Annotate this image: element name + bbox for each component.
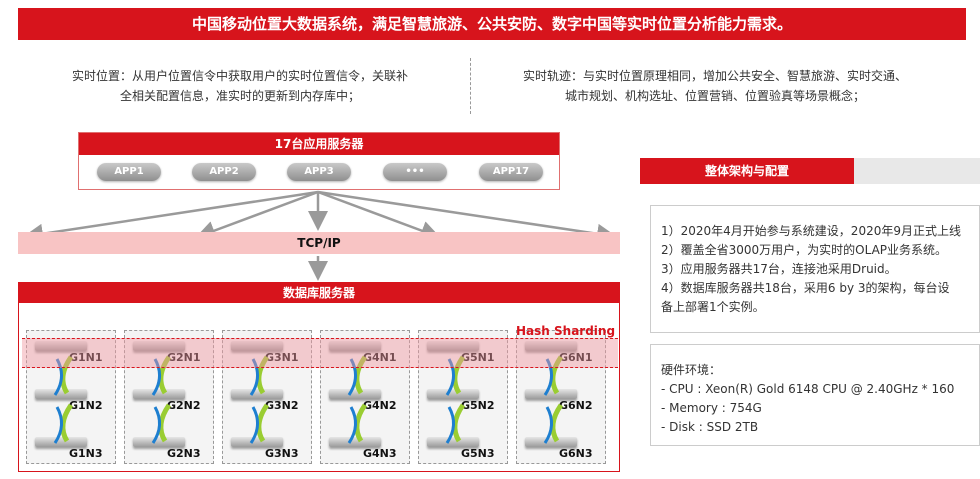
node-label: G2N1 — [167, 351, 201, 364]
app-node-1: APP1 — [97, 163, 161, 181]
node-label: G6N1 — [559, 351, 593, 364]
intro-left-line-1: 实时位置：从用户位置信令中获取用户的实时位置信令，关联补 — [71, 69, 408, 83]
server-icon — [133, 341, 185, 351]
hardware-panel: 硬件环境： - CPU : Xeon(R) Gold 6148 CPU @ 2.… — [650, 344, 980, 446]
db-server-title: 数据库服务器 — [19, 283, 619, 303]
server-icon — [35, 437, 87, 447]
sync-down-arrow — [347, 406, 357, 444]
server-icon — [525, 389, 577, 399]
app-server-title: 17台应用服务器 — [79, 133, 559, 155]
sync-up-arrow — [158, 403, 172, 443]
node-label: G6N3 — [559, 447, 593, 460]
node-label: G3N1 — [265, 351, 299, 364]
node-label: G1N3 — [69, 447, 103, 460]
replication-arrows-icon — [249, 355, 270, 444]
intro-realtime-trajectory: 实时轨迹：与实时位置原理相同，增加公共安全、智慧旅游、实时交通、 城市规划、机构… — [500, 66, 930, 106]
arch-item-5: 备上部署1个实例。 — [661, 300, 765, 314]
hardware-memory: - Memory : 754G — [661, 401, 762, 415]
hardware-title: 硬件环境： — [661, 363, 722, 377]
server-icon — [329, 341, 381, 351]
node-label: G6N2 — [559, 399, 593, 412]
node-label: G1N2 — [69, 399, 103, 412]
server-icon — [525, 341, 577, 351]
node-label: G1N1 — [69, 351, 103, 364]
architecture-header: 整体架构与配置 — [640, 158, 980, 184]
server-icon — [231, 437, 283, 447]
app-node-ellipsis: ••• — [383, 163, 447, 181]
node-label: G5N2 — [461, 399, 495, 412]
server-icon — [525, 437, 577, 447]
sync-down-arrow — [347, 358, 357, 396]
page-title: 中国移动位置大数据系统，满足智慧旅游、公共安防、数字中国等实时位置分析能力需求。 — [18, 8, 966, 40]
replication-arrows-icon — [53, 355, 74, 444]
server-icon — [231, 341, 283, 351]
app-node-2: APP2 — [192, 163, 256, 181]
replication-arrows-icon — [445, 355, 466, 444]
server-icon — [329, 389, 381, 399]
sync-down-arrow — [543, 406, 553, 444]
node-label: G3N2 — [265, 399, 299, 412]
arch-item-4: 4）数据库服务器共18台，采用6 by 3的架构，每台设 — [661, 281, 950, 295]
node-label: G4N1 — [363, 351, 397, 364]
node-label: G5N1 — [461, 351, 495, 364]
sync-up-arrow — [256, 403, 270, 443]
sync-up-arrow — [354, 403, 368, 443]
arch-item-1: 1）2020年4月开始参与系统建设，2020年9月正式上线 — [661, 224, 961, 238]
app-node-3: APP3 — [287, 163, 351, 181]
hash-sharding-label: Hash Sharding — [516, 324, 616, 338]
server-icon — [35, 389, 87, 399]
hash-sharding-band — [22, 338, 618, 368]
server-icon — [133, 389, 185, 399]
replication-arrows-icon — [347, 355, 368, 444]
intro-right-line-1: 实时轨迹：与实时位置原理相同，增加公共安全、智慧旅游、实时交通、 — [522, 69, 907, 83]
replication-arrows-icon — [151, 355, 172, 444]
arch-item-2: 2）覆盖全省3000万用户，为实时的OLAP业务系统。 — [661, 243, 948, 257]
sync-up-arrow — [452, 403, 466, 443]
architecture-panel: 1）2020年4月开始参与系统建设，2020年9月正式上线 2）覆盖全省3000… — [650, 205, 980, 333]
node-label: G5N3 — [461, 447, 495, 460]
server-icon — [35, 341, 87, 351]
node-label: G2N3 — [167, 447, 201, 460]
sync-down-arrow — [151, 358, 161, 396]
sync-down-arrow — [543, 358, 553, 396]
server-icon — [427, 341, 479, 351]
arch-item-3: 3）应用服务器共17台，连接池采用Druid。 — [661, 262, 897, 276]
intro-left-line-2: 全相关配置信息，准实时的更新到内存库中； — [119, 89, 360, 103]
sync-up-arrow — [60, 403, 74, 443]
app-node-17: APP17 — [479, 163, 543, 181]
sync-down-arrow — [445, 406, 455, 444]
sync-down-arrow — [249, 358, 259, 396]
intro-divider — [470, 58, 471, 114]
sync-down-arrow — [53, 406, 63, 444]
node-label: G3N3 — [265, 447, 299, 460]
architecture-title: 整体架构与配置 — [640, 158, 854, 184]
sync-up-arrow — [550, 403, 564, 443]
sync-down-arrow — [151, 406, 161, 444]
node-label: G4N2 — [363, 399, 397, 412]
node-label: G4N3 — [363, 447, 397, 460]
hardware-cpu: - CPU : Xeon(R) Gold 6148 CPU @ 2.40GHz … — [661, 382, 955, 396]
server-icon — [231, 389, 283, 399]
hardware-disk: - Disk : SSD 2TB — [661, 420, 759, 434]
intro-realtime-location: 实时位置：从用户位置信令中获取用户的实时位置信令，关联补 全相关配置信息，准实时… — [40, 66, 440, 106]
sync-down-arrow — [249, 406, 259, 444]
sync-down-arrow — [53, 358, 63, 396]
node-label: G2N2 — [167, 399, 201, 412]
server-icon — [329, 437, 381, 447]
server-icon — [427, 437, 479, 447]
intro-right-line-2: 城市规划、机构选址、位置营销、位置验真等场景概念； — [564, 89, 865, 103]
replication-arrows-icon — [543, 355, 564, 444]
app-server-panel: 17台应用服务器 APP1 APP2 APP3 ••• APP17 — [78, 132, 560, 190]
server-icon — [427, 389, 479, 399]
tcp-ip-band: TCP/IP — [18, 232, 620, 254]
sync-down-arrow — [445, 358, 455, 396]
server-icon — [133, 437, 185, 447]
